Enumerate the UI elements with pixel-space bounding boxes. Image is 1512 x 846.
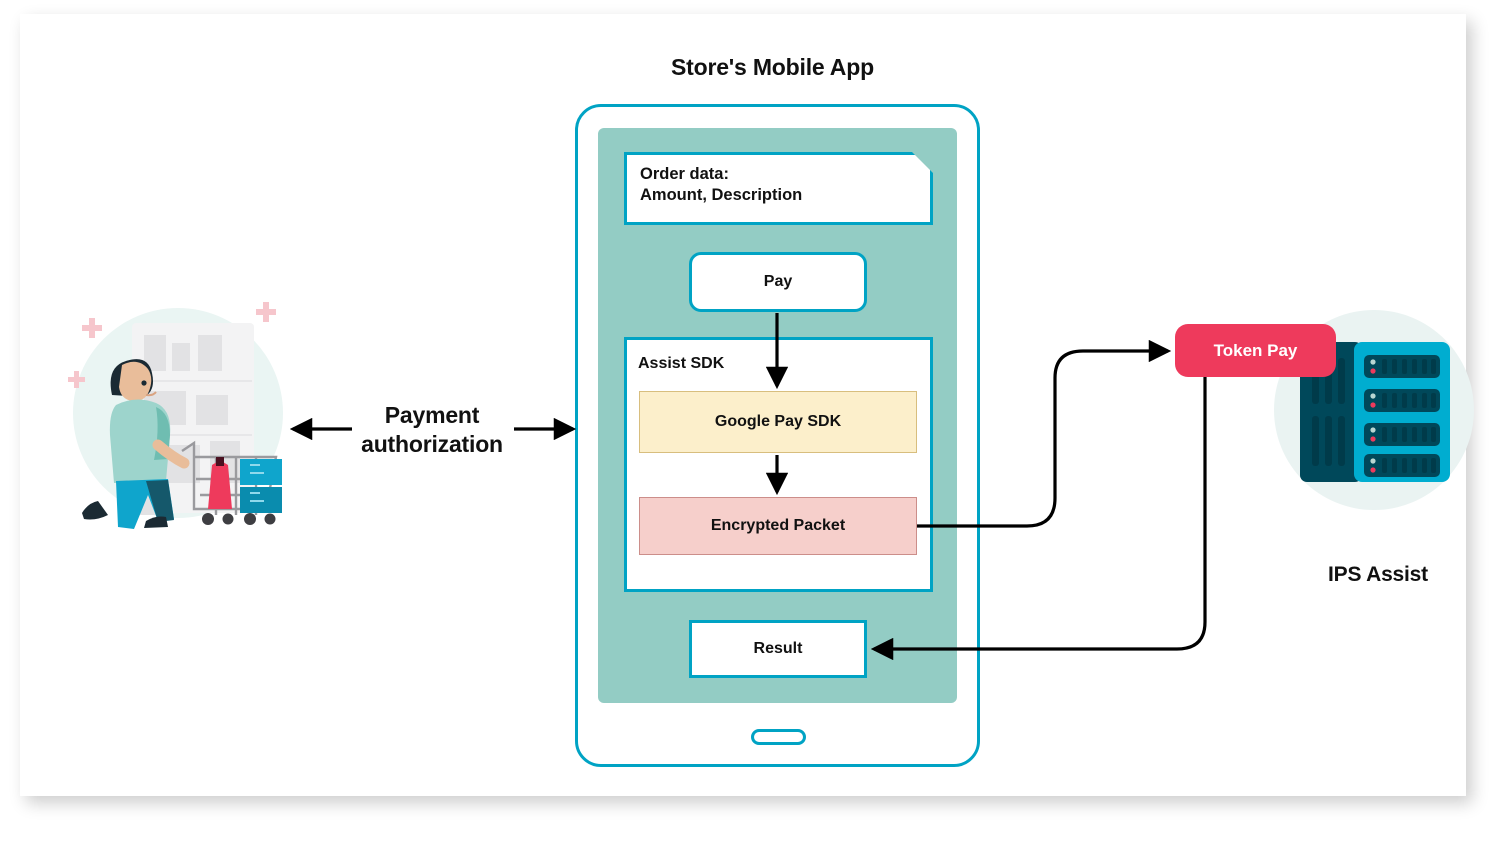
assist-sdk-label: Assist SDK [638, 355, 725, 372]
page-title: Store's Mobile App [671, 54, 874, 80]
ips-assist-label: IPS Assist [1328, 563, 1428, 586]
phone-home-indicator [751, 729, 806, 745]
order-data-note: Order data: Amount, Description [624, 152, 933, 225]
token-pay-badge: Token Pay [1175, 324, 1336, 377]
order-data-note-text: Order data: Amount, Description [640, 165, 803, 204]
encrypted-packet-box: Encrypted Packet [639, 497, 917, 555]
diagram-card: Store's Mobile App [20, 14, 1474, 796]
pay-button[interactable]: Pay [689, 252, 867, 312]
shopper-with-cart-illustration [60, 295, 300, 529]
result-box: Result [689, 620, 867, 678]
order-data-note-body [624, 152, 933, 225]
google-pay-sdk-box: Google Pay SDK [639, 391, 917, 453]
payment-flow-diagram: Store's Mobile App [20, 14, 1474, 796]
payment-authorization-label: Payment authorization [361, 402, 503, 457]
